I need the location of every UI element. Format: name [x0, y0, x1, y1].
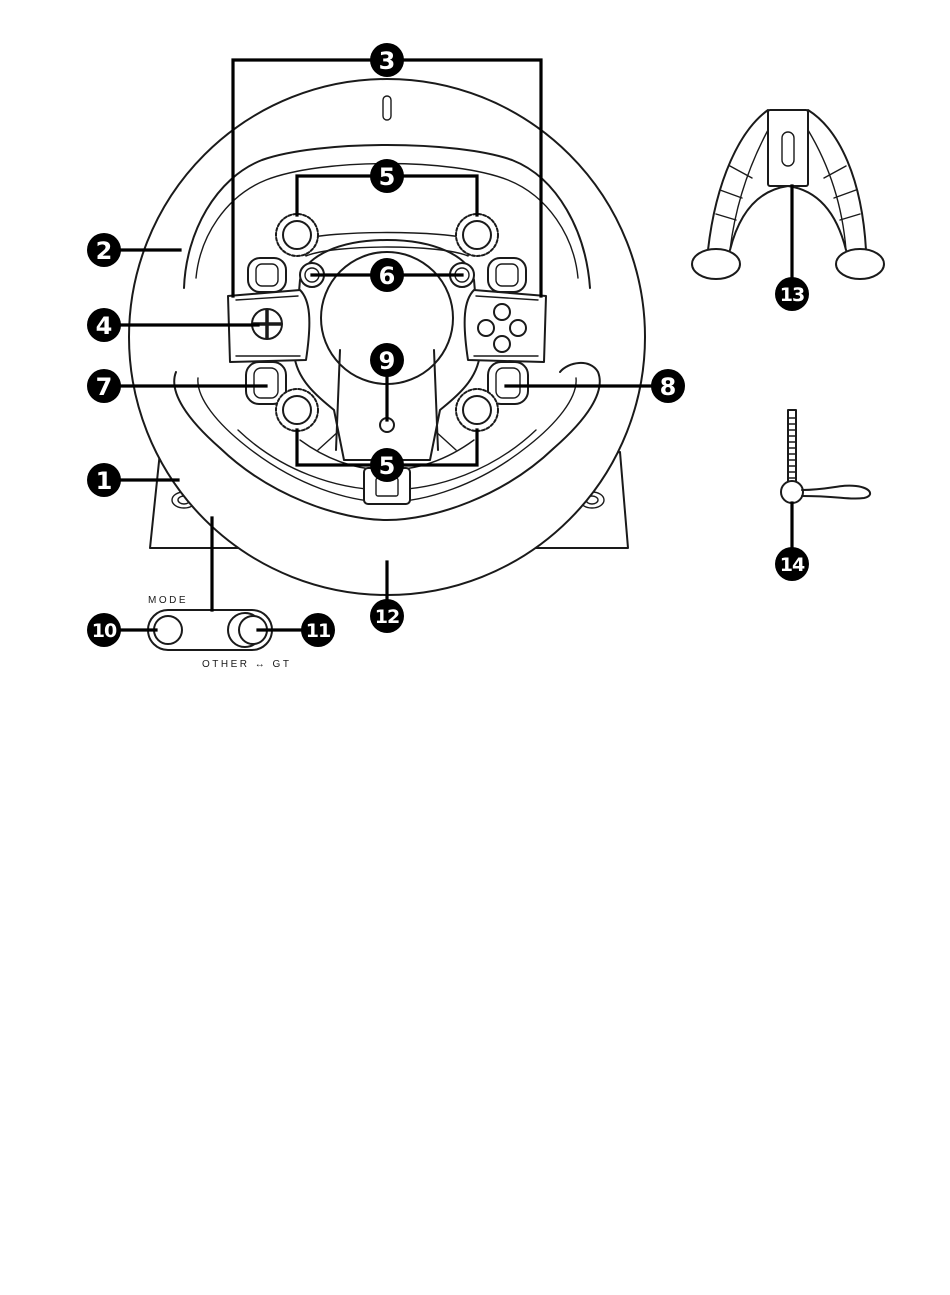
badge-2: 2 [87, 233, 121, 267]
svg-text:13: 13 [780, 284, 804, 306]
mode-label: MODE [148, 595, 188, 606]
svg-text:2: 2 [96, 237, 113, 265]
badge-6: 6 [370, 258, 404, 292]
svg-text:14: 14 [780, 554, 805, 576]
badge-10: 10 [87, 613, 121, 647]
encoder-bottom-right [456, 389, 498, 431]
switch-panel: MODE OTHER ↔ GT [148, 595, 291, 670]
svg-text:4: 4 [96, 312, 113, 340]
badge-3: 3 [370, 43, 404, 77]
svg-text:3: 3 [379, 47, 396, 75]
encoder-top-right [456, 214, 498, 256]
svg-text:10: 10 [92, 620, 117, 642]
svg-text:6: 6 [379, 262, 396, 290]
svg-text:12: 12 [375, 606, 399, 628]
badge-1: 1 [87, 463, 121, 497]
encoder-top-left [276, 214, 318, 256]
badge-13: 13 [775, 277, 809, 311]
badge-9: 9 [370, 343, 404, 377]
encoder-bottom-left [276, 389, 318, 431]
badge-4: 4 [87, 308, 121, 342]
svg-text:1: 1 [96, 467, 113, 495]
badge-5-top: 5 [370, 159, 404, 193]
other-gt-label: OTHER ↔ GT [202, 659, 291, 670]
screw-accessory [781, 410, 870, 503]
badge-12: 12 [370, 599, 404, 633]
svg-text:7: 7 [96, 373, 113, 401]
badge-11: 11 [301, 613, 335, 647]
clamp-accessory [692, 110, 884, 279]
svg-text:8: 8 [660, 373, 677, 401]
badge-7: 7 [87, 369, 121, 403]
svg-text:11: 11 [306, 620, 330, 642]
svg-text:9: 9 [379, 347, 396, 375]
badge-5-bottom: 5 [370, 448, 404, 482]
svg-text:5: 5 [379, 452, 396, 480]
badge-8: 8 [651, 369, 685, 403]
badge-14: 14 [775, 547, 809, 581]
svg-text:5: 5 [379, 163, 396, 191]
